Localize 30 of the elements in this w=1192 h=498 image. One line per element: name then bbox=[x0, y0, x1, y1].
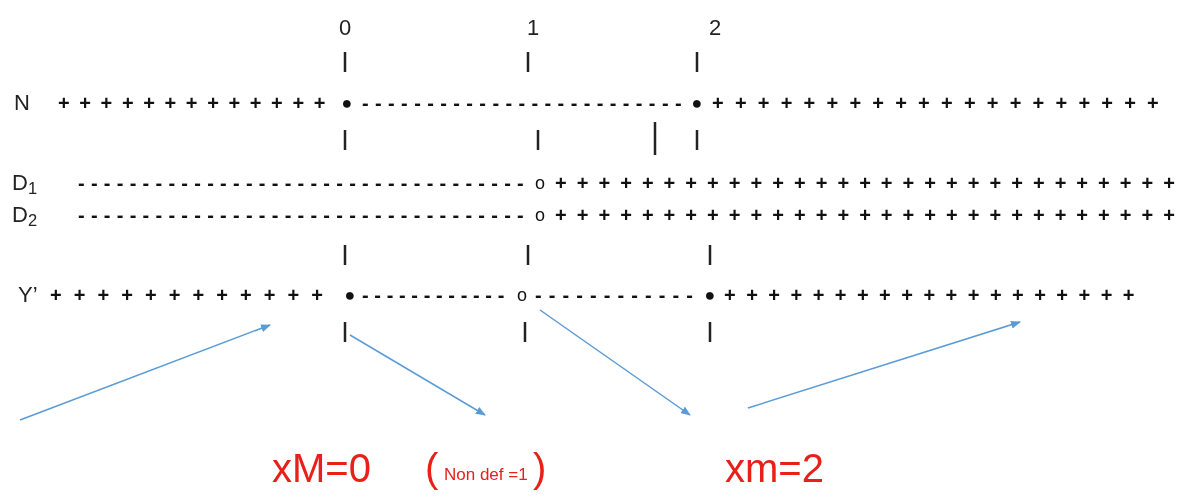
sign-run: ------------------------- bbox=[362, 93, 688, 113]
point-marker: o bbox=[535, 174, 545, 192]
tick-value: 0 bbox=[338, 17, 352, 39]
sign-run: ----------------------------------- bbox=[78, 205, 530, 225]
sign-run: ++++++++++++ bbox=[50, 285, 335, 305]
point-marker: ● bbox=[344, 286, 356, 304]
sign-run: ++++++++++++++++++++ bbox=[712, 93, 1170, 113]
sign-run: +++++++++++++ bbox=[58, 93, 335, 113]
result-text: ) bbox=[533, 448, 547, 488]
point-marker: ● bbox=[704, 286, 716, 304]
row-name: D$_{2}$ bbox=[12, 204, 38, 226]
sign-run: ------------ bbox=[535, 285, 700, 305]
point-marker: o bbox=[535, 206, 545, 224]
result-text: ( bbox=[425, 448, 439, 488]
sign-run: +++++++++++++++++++ bbox=[724, 285, 1145, 305]
point-marker: ● bbox=[341, 94, 353, 112]
sign-run: +++++++++++++++++++++++++++++ bbox=[555, 205, 1185, 225]
row-name: Y’ bbox=[18, 284, 38, 306]
sign-run: ----------------------------------- bbox=[78, 173, 530, 193]
row-name: N bbox=[14, 92, 30, 114]
sign-run: ------------ bbox=[362, 285, 510, 305]
point-marker: o bbox=[517, 286, 527, 304]
tick-value: 2 bbox=[708, 17, 722, 39]
tick-value: 1 bbox=[526, 17, 540, 39]
result-text: xm=2 bbox=[725, 448, 824, 488]
note-text: Non def =1 bbox=[444, 465, 528, 483]
point-marker: ● bbox=[691, 94, 703, 112]
result-text: xM=0 bbox=[272, 448, 371, 488]
row-name: D$_{1}$ bbox=[12, 172, 38, 194]
sign-run: +++++++++++++++++++++++++++++ bbox=[555, 173, 1185, 193]
